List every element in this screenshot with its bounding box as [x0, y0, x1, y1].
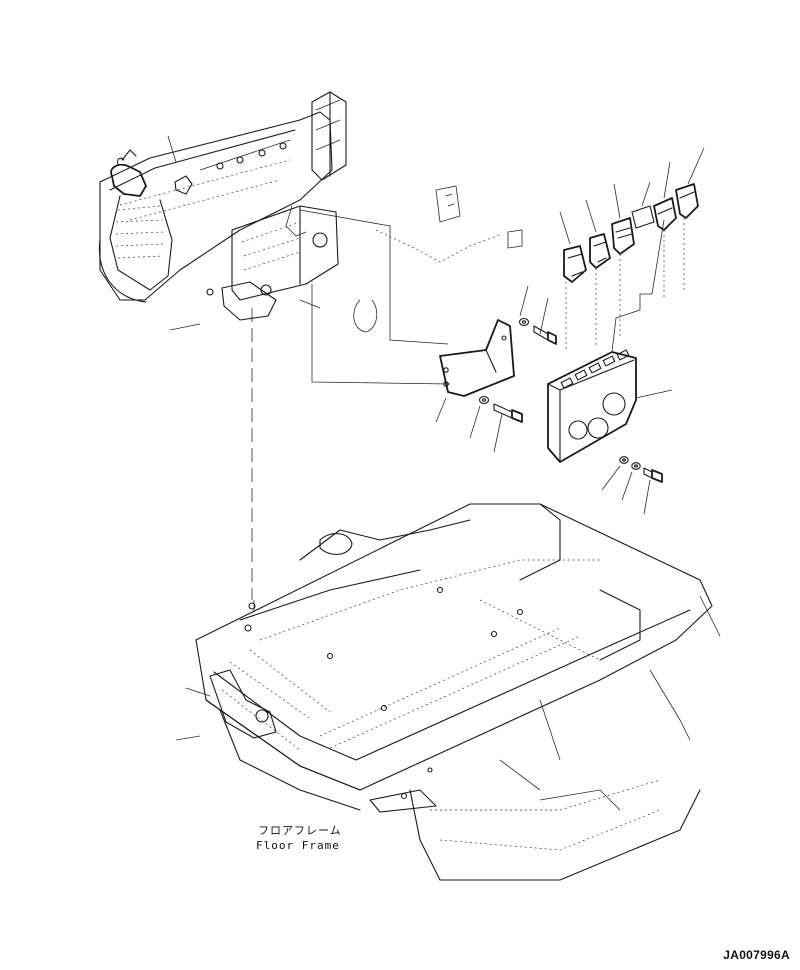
- routing-lines: [251, 209, 451, 612]
- console-assembly: [98, 91, 523, 333]
- rocker-switch-5: [675, 147, 705, 219]
- rocker-switch-4: [653, 161, 677, 231]
- switch-panel: [547, 219, 673, 463]
- bolt-lower: [601, 456, 663, 515]
- joystick-lever: [98, 149, 193, 303]
- floor-frame-label-english: Floor Frame: [256, 839, 340, 852]
- rocker-switch-1: [559, 211, 587, 283]
- switch-cover-plate: [631, 181, 655, 229]
- rocker-switches: [559, 147, 705, 352]
- bolt-middle: [469, 395, 523, 453]
- drawing-code: JA007996A: [723, 948, 790, 962]
- rocker-switch-2: [585, 199, 611, 269]
- floor-frame-label-japanese: フロアフレーム: [258, 824, 342, 837]
- floor-frame: [175, 503, 721, 881]
- rocker-switch-3: [611, 183, 635, 255]
- bolt-upper: [518, 285, 557, 345]
- mounting-bracket: [435, 319, 515, 423]
